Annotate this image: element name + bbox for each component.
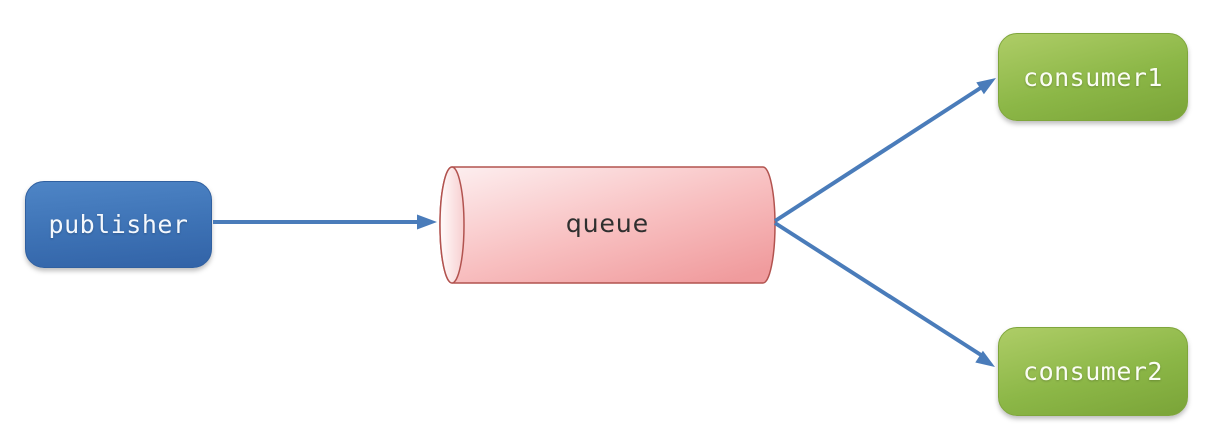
- edge-queue-consumer2: [773, 221, 995, 367]
- edge-queue-consumer2-line: [773, 221, 983, 357]
- edge-queue-consumer1-arrowhead-icon: [976, 78, 996, 95]
- edge-queue-consumer1-line: [773, 85, 984, 223]
- node-publisher: publisher: [25, 181, 212, 268]
- node-consumer2: consumer2: [998, 327, 1188, 416]
- node-consumer2-label: consumer2: [1023, 357, 1163, 386]
- queue-left-cap: [439, 166, 465, 284]
- queue-cylinder-shape: [439, 166, 776, 284]
- node-consumer1-label: consumer1: [1023, 62, 1163, 92]
- edge-queue-consumer2-arrowhead-icon: [975, 350, 995, 367]
- node-publisher-label: publisher: [48, 210, 189, 239]
- node-queue-label-box: queue: [430, 160, 785, 286]
- node-consumer1: consumer1: [998, 33, 1188, 121]
- node-queue-label: queue: [565, 208, 650, 238]
- edge-publisher-queue: [213, 214, 437, 230]
- node-queue: [430, 160, 785, 290]
- edge-queue-consumer1: [773, 78, 996, 223]
